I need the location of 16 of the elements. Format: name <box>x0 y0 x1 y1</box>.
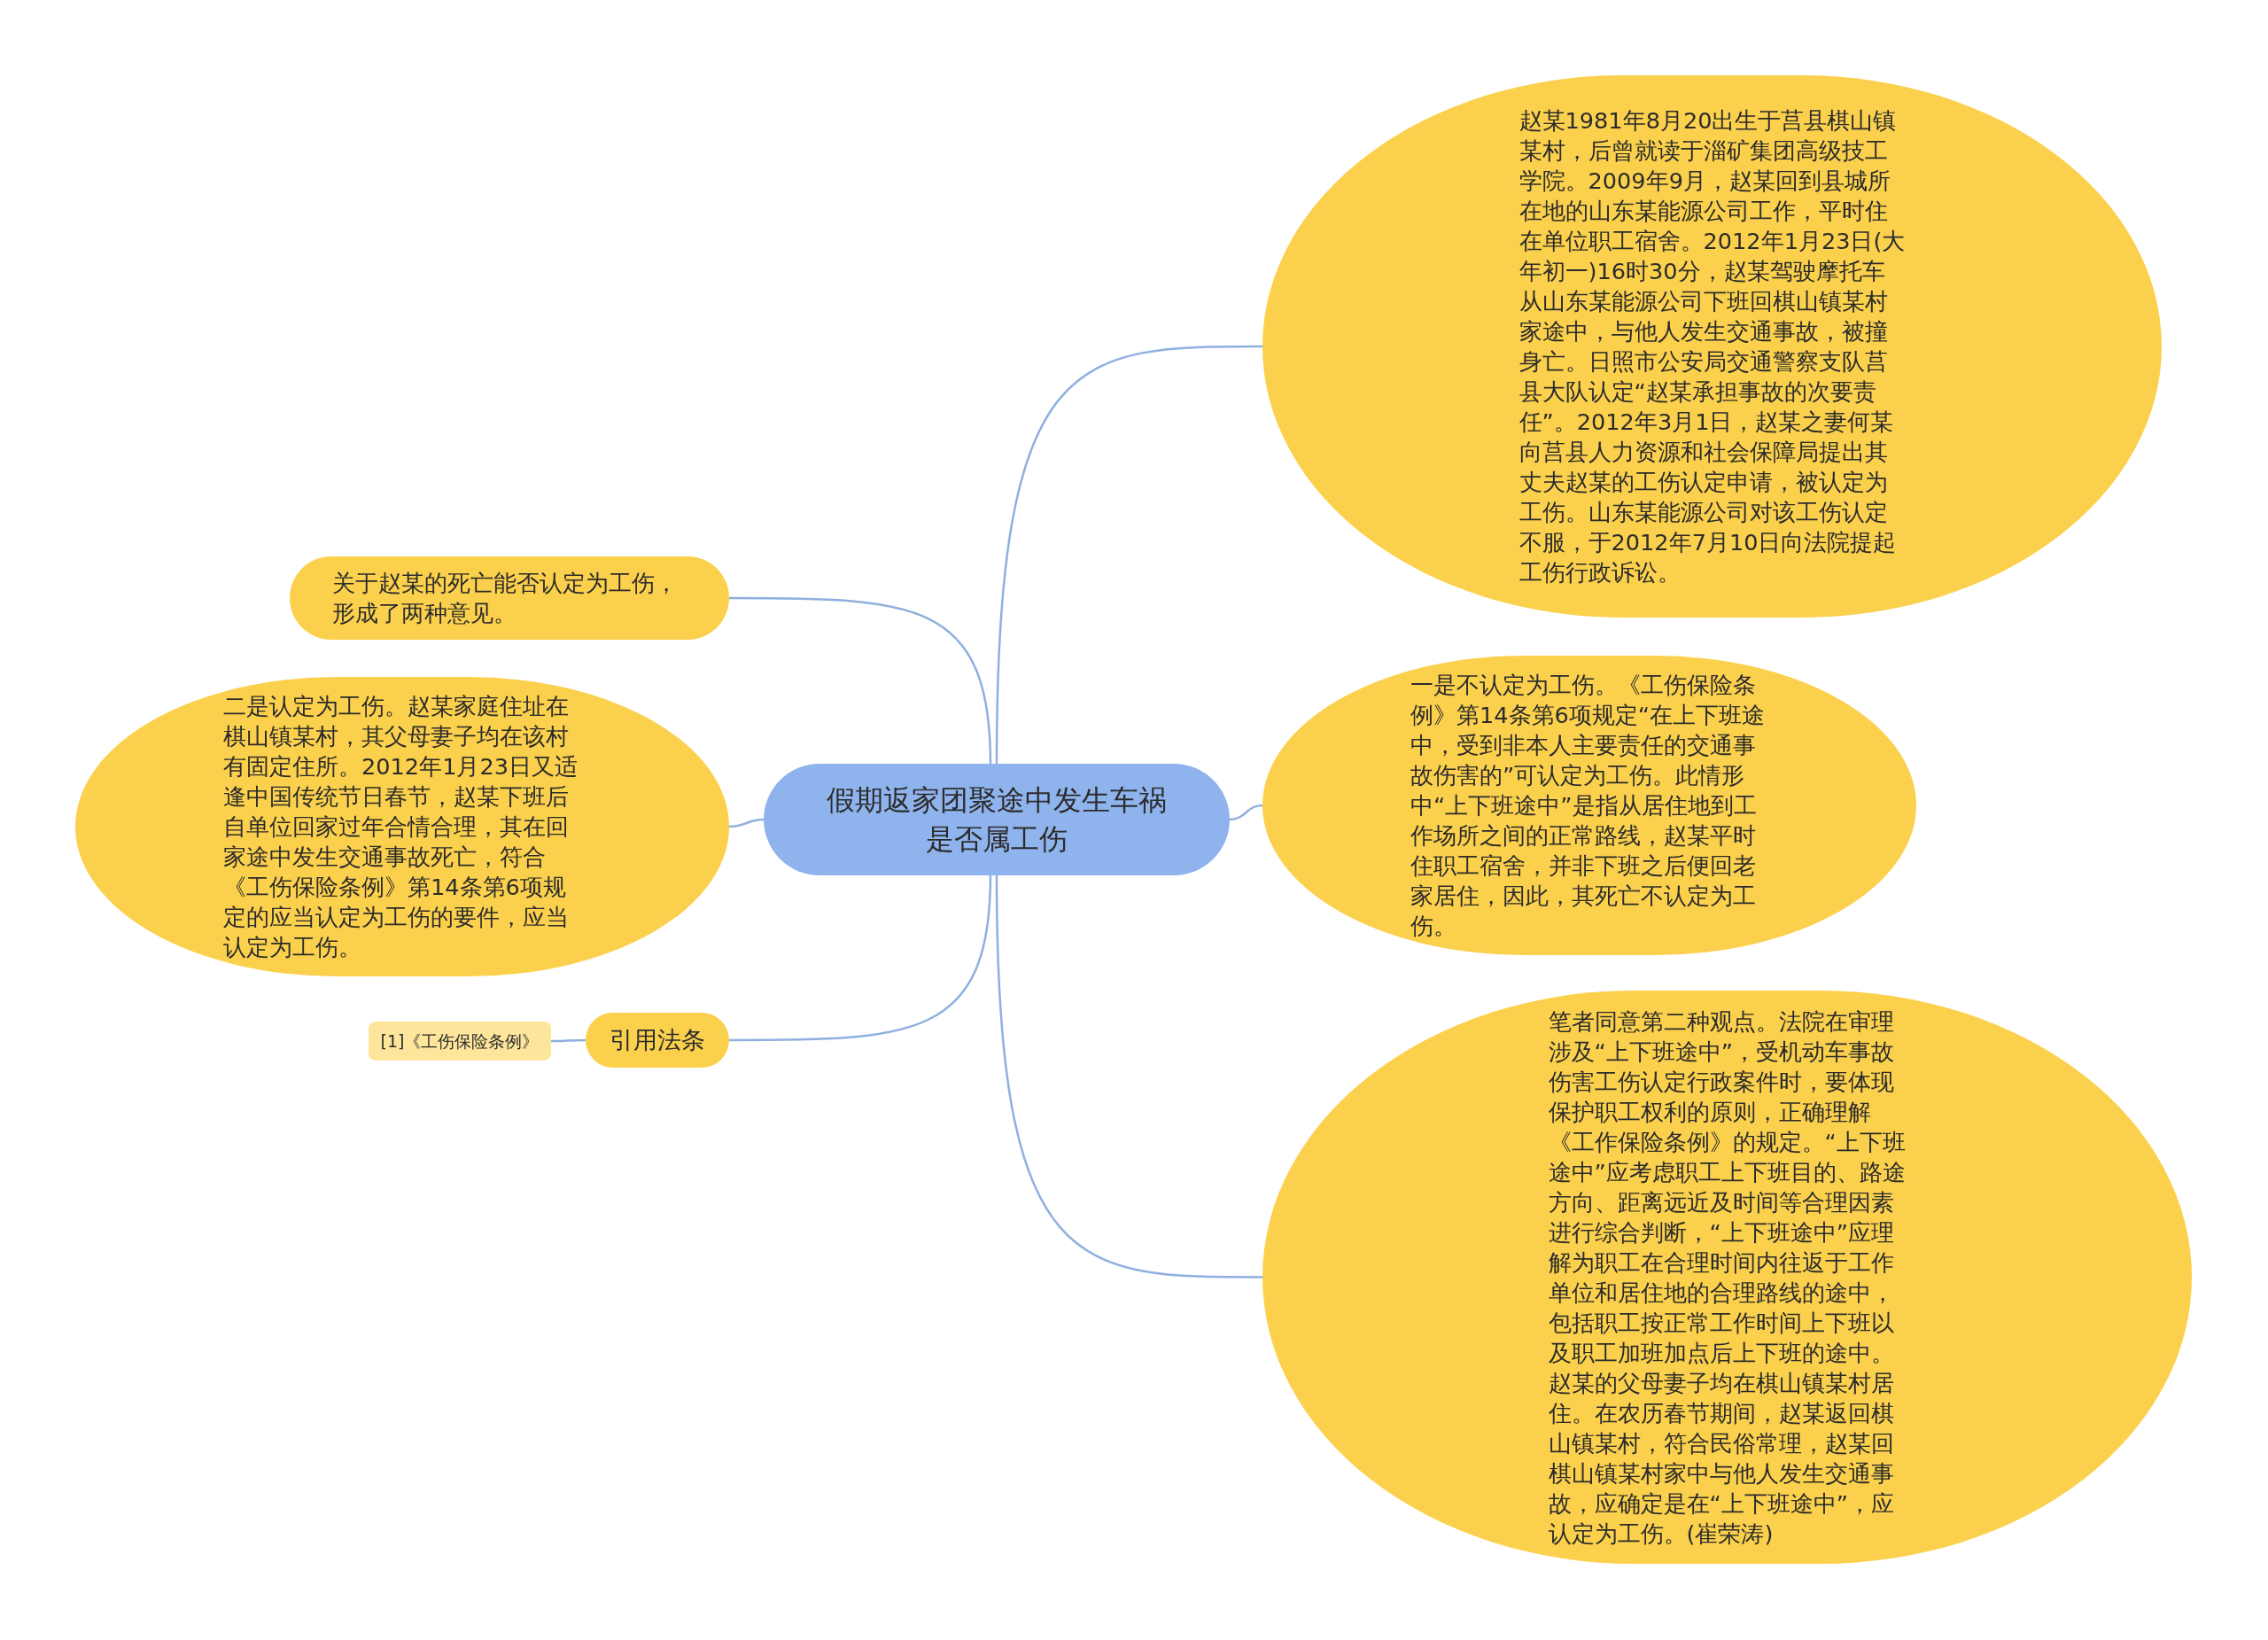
connector-line <box>728 818 765 828</box>
connector-line <box>1229 804 1263 821</box>
topic-text: 赵某1981年8月20出生于莒县棋山镇某村，后曾就读于淄矿集团高级技工学院。2009年9月，赵某回到县城所在地的山东某能源公司工作，平时住在单位职工宿舍。2012年1月23日(大年初一)16时30分，赵某驾驶摩托车从山东某能源公司下班回棋山镇某村家途中，与他人发生交通事故，被撞身亡。日照市公安局交通警察支队莒县大队认定“赵某承担事故的次要责任”。2012年3月1日，赵某之妻何某向莒县人力资源和社会保障局提出其丈夫赵某的工伤认定申请，被认定为工伤。山东某能源公司对该工伤认定不服，于2012年7月10日向法院提起工伤行政诉讼。 <box>1518 106 1906 587</box>
topic-text: [1]《工伤保险条例》 <box>379 1030 540 1053</box>
topic-text: 二是认定为工伤。赵某家庭住址在棋山镇某村，其父母妻子均在该村有固定住所。2012年1月23日又适逢中国传统节日春节，赵某下班后自单位回家过年合情合理，其在回家途中发生交通事故死亡，符合《工伤保险条例》第14条第6项规定的应当认定为工伤的要件，应当认定为工伤。 <box>223 692 579 962</box>
topic-text: 假期返家团聚途中发生车祸是否属工伤 <box>826 782 1168 858</box>
connector-line <box>995 345 1262 765</box>
connector-line <box>995 874 1262 1279</box>
topic-text: 关于赵某的死亡能否认定为工伤，形成了两种意见。 <box>332 569 679 628</box>
topic-text: 一是不认定为工伤。《工伤保险条例》第14条第6项规定“在上下班途中，受到非本人主要责任的交通事故伤害的”可认定为工伤。此情形中“上下班途中”是指从居住地到工作场所之间的正常路线，赵某平时住职工宿舍，并非下班之后便回老家居住，因此，其死亡不认定为工伤。 <box>1410 671 1767 941</box>
connector-line <box>729 596 992 765</box>
connector-line <box>729 874 992 1042</box>
reference-tag <box>369 1022 551 1061</box>
connector-line <box>551 1038 586 1043</box>
topic-text: 笔者同意第二种观点。法院在审理涉及“上下班途中”，受机动车事故伤害工伤认定行政案件时，要体现保护职工权利的原则，正确理解《工作保险条例》的规定。“上下班途中”应考虑职工上下班目的、路途方向、距离远近及时间等合理因素进行综合判断，“上下班途中”应理解为职工在合理时间内往返于工作单位和居住地的合理路线的途中，包括职工按正常工作时间上下班以及职工加班加点后上下班的途中。赵某的父母妻子均在棋山镇某村居住。在农历春节期间，赵某返回棋山镇某村，符合民俗常理，赵某回棋山镇某村家中与他人发生交通事故，应确定是在“上下班途中”，应认定为工伤。(崔荣涛) <box>1548 1007 1907 1549</box>
topic-text: 引用法条 <box>609 1025 706 1055</box>
